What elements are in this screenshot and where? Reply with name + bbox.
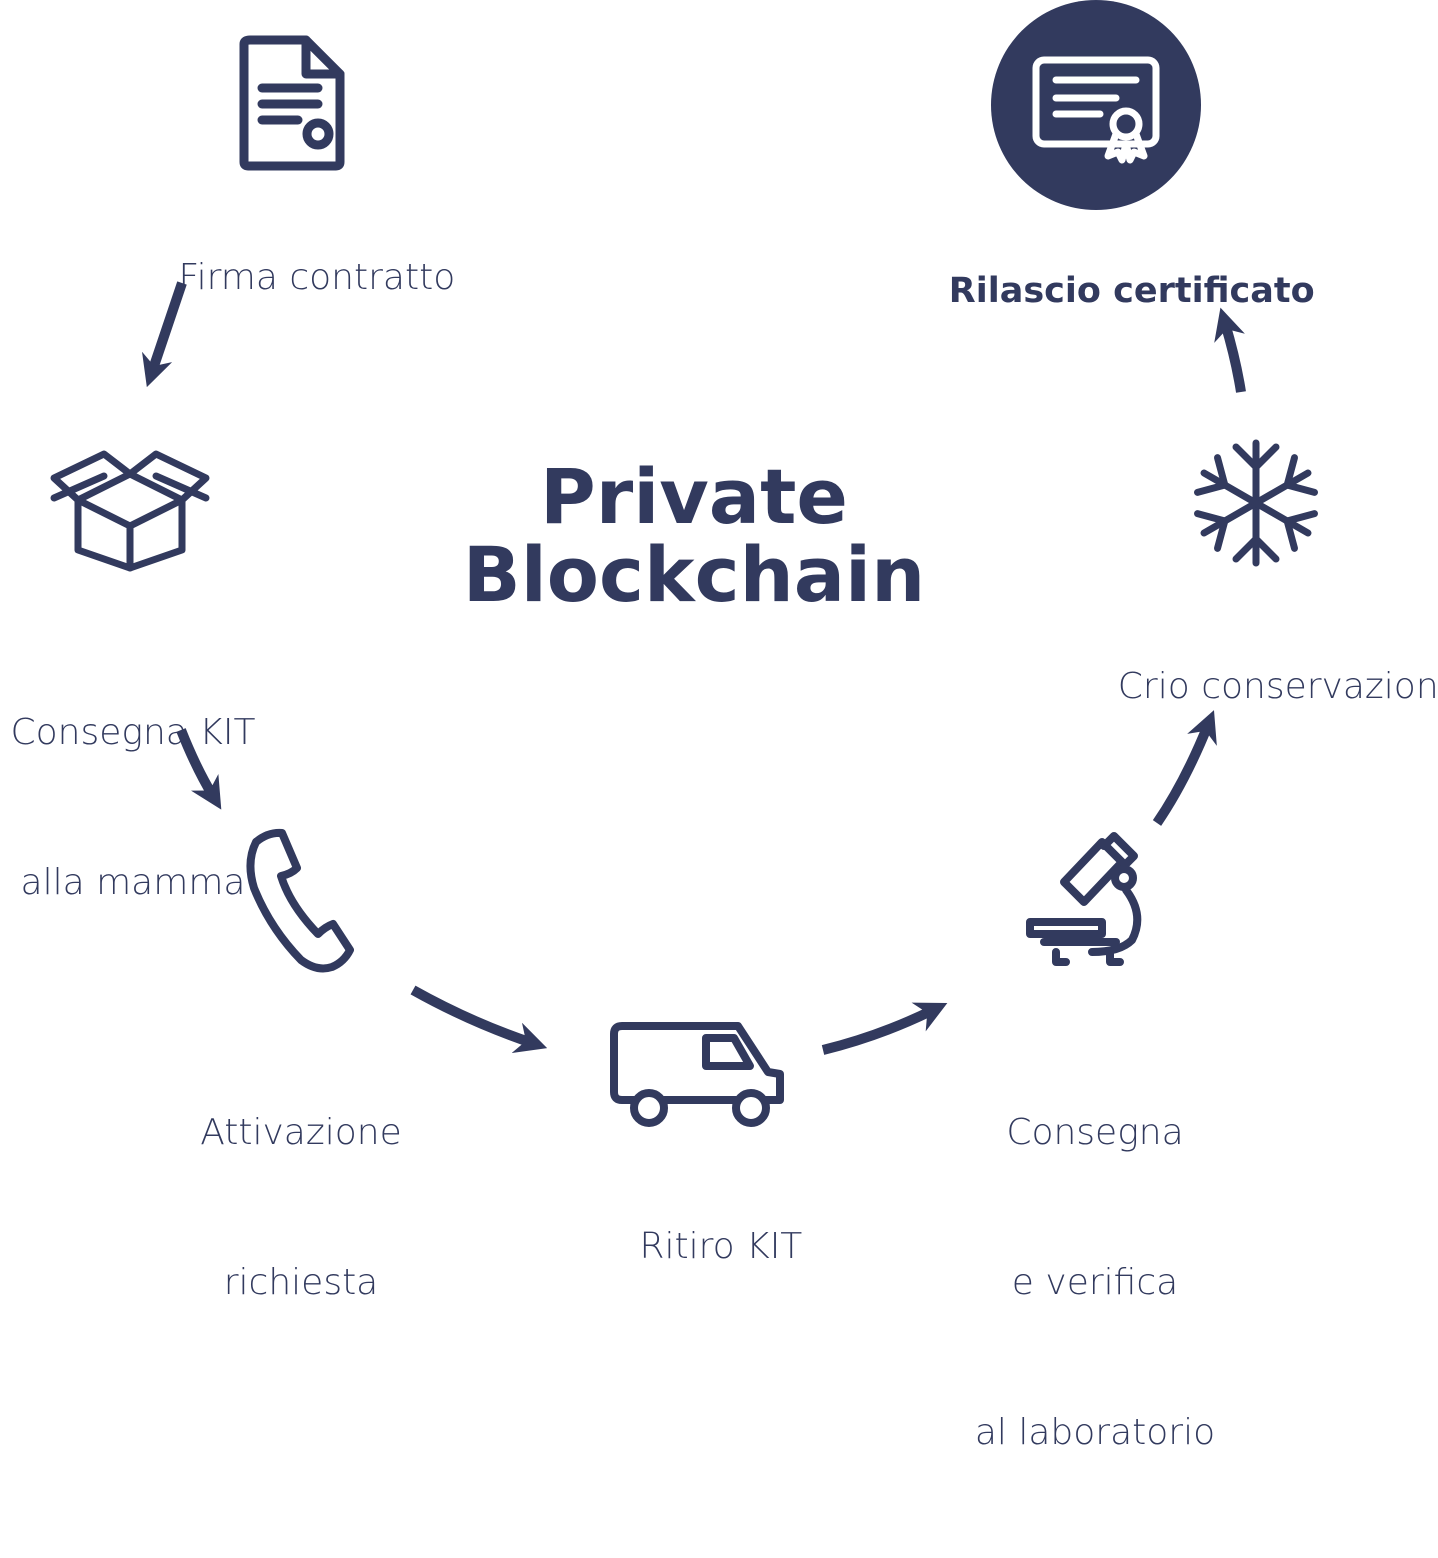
center-title-line2: Blockchain [462,530,926,619]
certificate-icon [991,0,1201,210]
step-label-firma-contratto: Firma contratto [178,257,456,298]
microscope-icon [1026,832,1142,966]
blockchain-cycle-diagram: Private Blockchain Firma contratto Conse… [10,0,1438,1453]
arrow-kit-to-attivazione [176,728,222,810]
contract-document-icon [239,35,345,171]
delivery-van-icon [610,1022,784,1127]
diagram-graphics [50,0,1438,1127]
step-label-attivazione: Attivazione richiesta [200,1112,402,1303]
center-title-line1: Private [540,452,848,541]
arrow-laboratorio-to-crio [1152,710,1217,826]
step-label-consegna-kit: Consegna KIT alla mamma [10,712,256,903]
arrow-attivazione-to-ritiro [410,985,548,1054]
step-label-ritiro-kit: Ritiro KIT [639,1226,803,1267]
arrow-firma-to-kit [142,281,187,388]
phone-handset-icon [246,828,354,973]
arrow-crio-to-certificato [1214,307,1246,393]
center-title: Private Blockchain [444,458,944,614]
snowflake-icon [1194,439,1318,567]
step-label-laboratorio: Consegna e verifica al laboratorio [974,1112,1216,1453]
open-box-icon [50,450,210,572]
arrow-ritiro-to-laboratorio [821,1002,948,1055]
step-label-crio-conservazione: Crio conservazione [1117,666,1438,707]
step-label-rilascio-certificato: Rilascio certificato [948,271,1315,311]
